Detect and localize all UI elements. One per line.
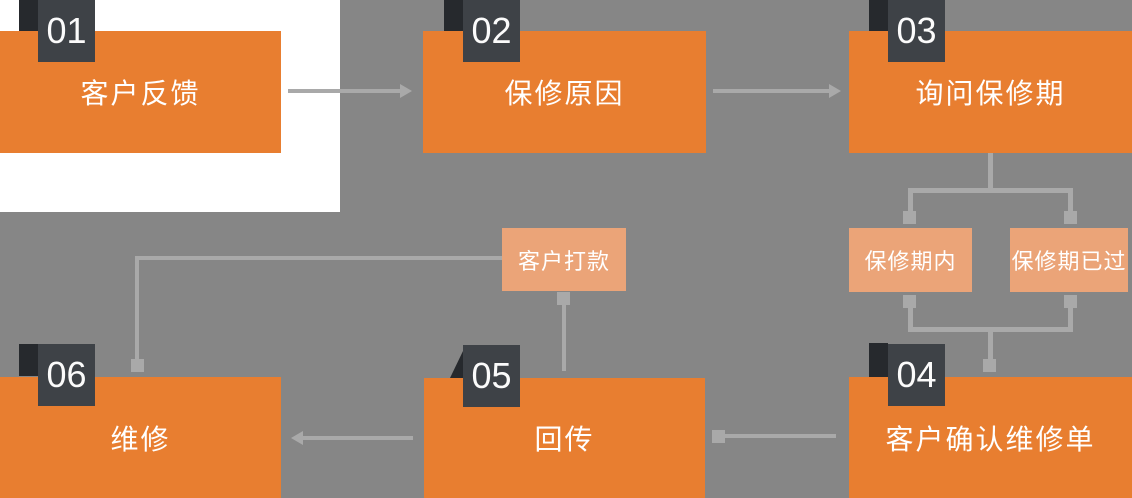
step-02-label: 保修原因 — [504, 78, 625, 109]
connector-split-bar — [908, 188, 1073, 193]
connector-left-vertical — [135, 258, 139, 359]
connector-endpoint-square — [1064, 295, 1077, 308]
arrow-right-icon — [829, 84, 841, 98]
branch-customer-payment-box: 客户打款 — [502, 228, 626, 291]
step-01-number: 01 — [46, 10, 87, 51]
branch-warranty-expired-box: 保修期已过 — [1010, 228, 1128, 292]
connector-endpoint-square — [983, 359, 996, 372]
branch-within-warranty-label: 保修期内 — [864, 249, 957, 274]
step-02-badge-fold — [444, 0, 463, 31]
step-05-badge-fold — [450, 351, 463, 378]
step-05-badge: 05 — [463, 345, 520, 407]
step-04-box: 客户确认维修单 — [849, 377, 1132, 498]
connector-drop-right — [1068, 193, 1073, 213]
step-04-badge: 04 — [888, 344, 945, 406]
step-04-number: 04 — [896, 354, 937, 395]
connector-endpoint-square — [712, 430, 725, 443]
connector-payment-left-line — [135, 256, 502, 260]
branch-warranty-expired-label: 保修期已过 — [1011, 249, 1127, 274]
connector-05-06-line — [303, 436, 413, 440]
step-01-badge: 01 — [38, 0, 95, 62]
step-01-label: 客户反馈 — [80, 78, 201, 109]
step-02-badge: 02 — [463, 0, 520, 62]
connector-01-02-line — [288, 89, 401, 93]
step-06-label: 维修 — [110, 423, 171, 455]
step-03-badge: 03 — [888, 0, 945, 62]
arrow-left-icon — [291, 431, 303, 445]
connector-merge-to-04-stem — [988, 332, 993, 359]
connector-endpoint-square — [1064, 211, 1077, 224]
connector-endpoint-square — [903, 295, 916, 308]
connector-merge-bar — [908, 327, 1073, 332]
branch-customer-payment-label: 客户打款 — [517, 248, 610, 274]
step-03-label: 询问保修期 — [915, 78, 1066, 109]
connector-endpoint-square — [131, 359, 144, 372]
connector-payment-to-05 — [562, 305, 566, 371]
step-06-badge: 06 — [38, 344, 95, 406]
connector-endpoint-square — [903, 211, 916, 224]
step-06-badge-fold — [19, 344, 38, 376]
connector-04-05-line — [725, 434, 836, 438]
step-06-number: 06 — [46, 354, 87, 395]
connector-merge-left — [908, 308, 913, 331]
connector-02-03-line — [713, 89, 829, 93]
connector-drop-left — [908, 193, 913, 213]
step-02-number: 02 — [471, 10, 512, 51]
step-05-label: 回传 — [534, 424, 595, 455]
connector-03-split-stem — [988, 153, 993, 190]
step-03-number: 03 — [896, 10, 937, 51]
connector-endpoint-square — [557, 292, 570, 305]
step-03-badge-fold — [869, 0, 888, 31]
step-01-badge-fold — [19, 0, 38, 31]
step-04-label: 客户确认维修单 — [885, 423, 1096, 455]
step-06-box: 维修 — [0, 377, 281, 498]
branch-within-warranty-box: 保修期内 — [849, 228, 972, 292]
step-04-badge-fold — [869, 343, 888, 377]
arrow-right-icon — [400, 84, 412, 98]
step-05-number: 05 — [471, 355, 512, 396]
connector-merge-right — [1068, 308, 1073, 331]
